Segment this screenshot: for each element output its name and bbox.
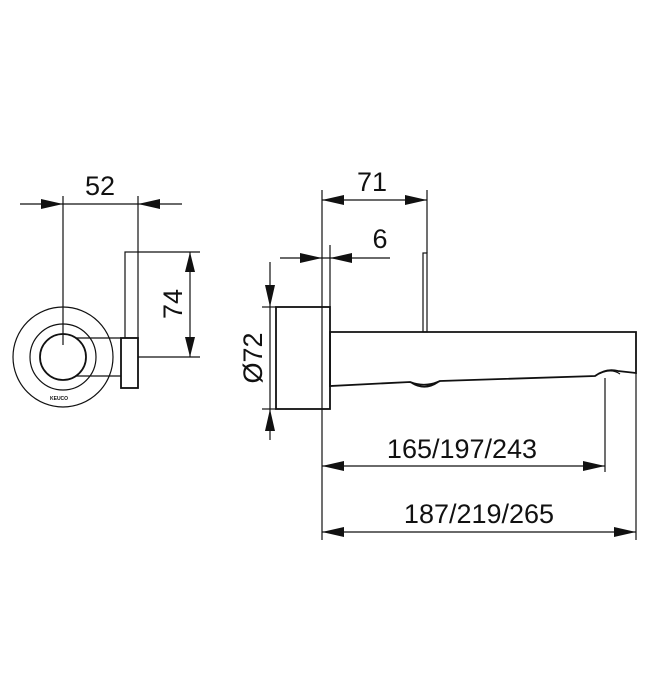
side-lever (422, 252, 428, 333)
front-view: KEUCO (12, 251, 139, 408)
dim-overall-length-label: 187/219/265 (404, 499, 554, 529)
side-view (275, 252, 637, 410)
front-lever-body (120, 337, 139, 389)
dim-spout-projection-label: 165/197/243 (387, 434, 537, 464)
side-outlet (594, 370, 621, 377)
dimension-spout-to-lever: 71 (321, 167, 428, 307)
dimension-rosette-thickness: 6 (280, 224, 390, 307)
dimension-rosette-diameter: Ø72 (238, 262, 276, 440)
front-lever-handle (124, 251, 139, 339)
dim-rosette-thickness-label: 6 (372, 224, 387, 254)
dim-spout-to-lever-label: 71 (357, 167, 387, 197)
dimension-front-height: 74 (138, 251, 200, 358)
side-spout (329, 331, 637, 387)
dim-front-height-label: 74 (158, 289, 188, 319)
dim-front-width-label: 52 (85, 171, 115, 201)
logo-text: KEUCO (50, 396, 68, 402)
dim-rosette-diameter-label: Ø72 (238, 332, 268, 383)
dimension-spout-projection: 165/197/243 (321, 378, 606, 540)
dimension-front-width: 52 (20, 171, 182, 345)
side-aerator (411, 381, 439, 388)
dimension-overall-length: 187/219/265 (322, 373, 637, 540)
front-lever-connector (75, 337, 121, 377)
